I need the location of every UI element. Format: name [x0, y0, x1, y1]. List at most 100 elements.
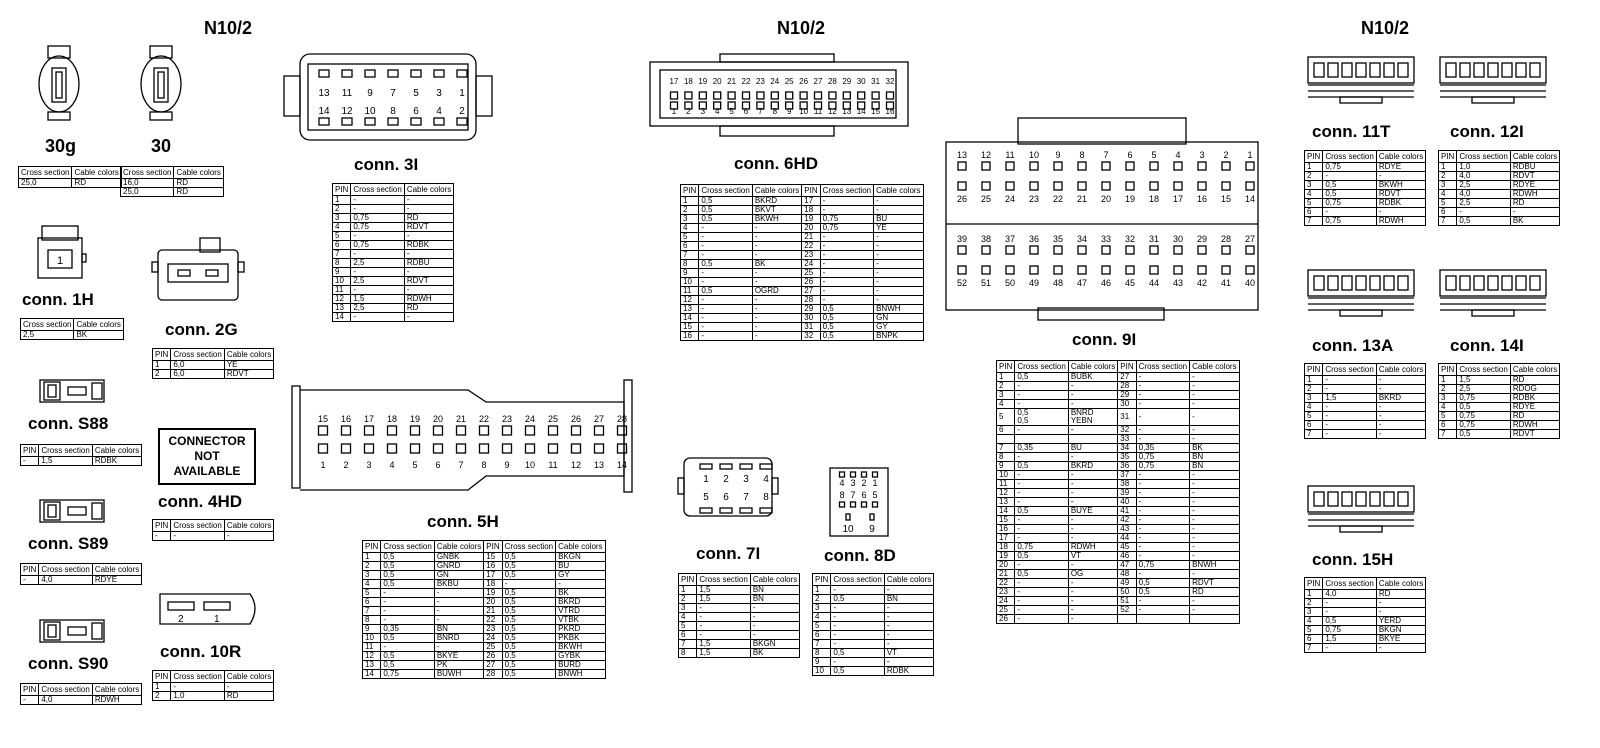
- table-cell: BNPK: [873, 331, 924, 341]
- pin-socket: [741, 101, 751, 110]
- pin-label: 26: [957, 194, 967, 204]
- table-row: 2--: [331, 204, 455, 214]
- pin-socket: [1473, 62, 1485, 78]
- table-cell: -: [819, 241, 875, 251]
- pin-label: 7: [458, 460, 463, 470]
- column-header-pin: PIN: [677, 573, 698, 586]
- column-header-pin: PIN: [679, 184, 700, 197]
- pin-socket: [756, 91, 765, 100]
- pin-socket: [1501, 275, 1513, 291]
- table-cell: 0,5: [698, 259, 753, 269]
- pin-socket: [1341, 62, 1353, 78]
- table-row: 26--: [995, 614, 1240, 624]
- table-cell: -: [1014, 605, 1069, 615]
- table-cell: -: [1322, 375, 1377, 385]
- table-cell: BN: [883, 594, 935, 604]
- table-cell: -: [1189, 488, 1240, 498]
- pin-label: 3: [366, 460, 371, 470]
- pin-socket: [1529, 275, 1541, 291]
- pin-label: 16: [341, 414, 351, 424]
- pin-label: 2: [1223, 150, 1228, 160]
- pin-label: 24: [1005, 194, 1015, 204]
- pin-label: 18: [1149, 194, 1159, 204]
- pin-socket: [981, 265, 991, 275]
- pin-socket: [1313, 491, 1325, 507]
- table-cell: BK: [1509, 216, 1561, 226]
- pin-socket: [1125, 161, 1135, 171]
- pin-label: 9: [504, 460, 509, 470]
- table-cell: 0,5: [830, 648, 885, 658]
- table-cell: 0,5: [380, 633, 435, 643]
- table-cell: 0,75: [1322, 198, 1377, 208]
- table-cell: -: [1189, 399, 1240, 409]
- pin-socket: [785, 91, 794, 100]
- table-cell: RDBK: [1375, 198, 1427, 208]
- pin-socket: [1471, 309, 1515, 317]
- pin-socket: [1383, 491, 1395, 507]
- pin-socket: [318, 69, 330, 78]
- header-n10-2-right: N10/2: [1361, 18, 1410, 38]
- table-cell: -: [1014, 524, 1069, 534]
- table-cell: -: [1135, 542, 1191, 552]
- table-cell: -: [1014, 470, 1069, 480]
- pin-label: 9: [869, 524, 875, 535]
- table-cell: 10: [811, 666, 832, 676]
- pin-socket: [957, 265, 967, 275]
- table-cell: -: [433, 606, 485, 616]
- table-row: 6--: [1437, 207, 1561, 217]
- pin-socket: [340, 425, 352, 436]
- table-cell: -: [1067, 390, 1119, 400]
- pin-socket: [501, 425, 513, 436]
- pin-label: 10: [364, 106, 376, 117]
- pin-label: 1: [1247, 150, 1252, 160]
- table-cell: RDWH: [1375, 216, 1427, 226]
- table-cell: -: [873, 286, 924, 296]
- pin-socket: [1245, 161, 1255, 171]
- column-header-cable: Cable colors: [403, 183, 455, 196]
- table-cell: -: [1135, 425, 1191, 435]
- table-cell: 0,75: [380, 669, 435, 679]
- table-cell: 0,5: [1014, 461, 1069, 471]
- table-cell: -: [1322, 411, 1377, 421]
- pin-socket: [1369, 62, 1381, 78]
- table-cell: -: [1135, 488, 1191, 498]
- table-cell: -: [751, 304, 803, 314]
- column-header-pin: PIN: [151, 670, 172, 683]
- table-cell: -: [1189, 390, 1240, 400]
- column-header-pin: PIN: [1437, 150, 1458, 163]
- pin-socket: [1221, 245, 1231, 255]
- table-cell: -: [1322, 402, 1377, 412]
- pin-label: 29: [1197, 234, 1207, 244]
- table-cell: -: [433, 588, 485, 598]
- pin-socket: [849, 471, 857, 478]
- pin-socket: [1459, 62, 1471, 78]
- pin-label: 25: [548, 414, 558, 424]
- pin-socket: [409, 425, 421, 436]
- pin-socket: [317, 443, 329, 454]
- table-cell: -: [696, 603, 751, 613]
- pin-label: 11: [342, 88, 353, 99]
- pin-socket: [1173, 161, 1183, 171]
- pin-socket: [1515, 62, 1527, 78]
- pin-socket: [524, 425, 536, 436]
- table-row: 14--: [331, 312, 455, 322]
- pin-socket: [547, 443, 559, 454]
- table-cell: -: [749, 603, 801, 613]
- pin-label: 24: [525, 414, 535, 424]
- pin-socket: [684, 101, 693, 110]
- pin-socket: [871, 101, 880, 110]
- pin-socket: [1101, 265, 1111, 275]
